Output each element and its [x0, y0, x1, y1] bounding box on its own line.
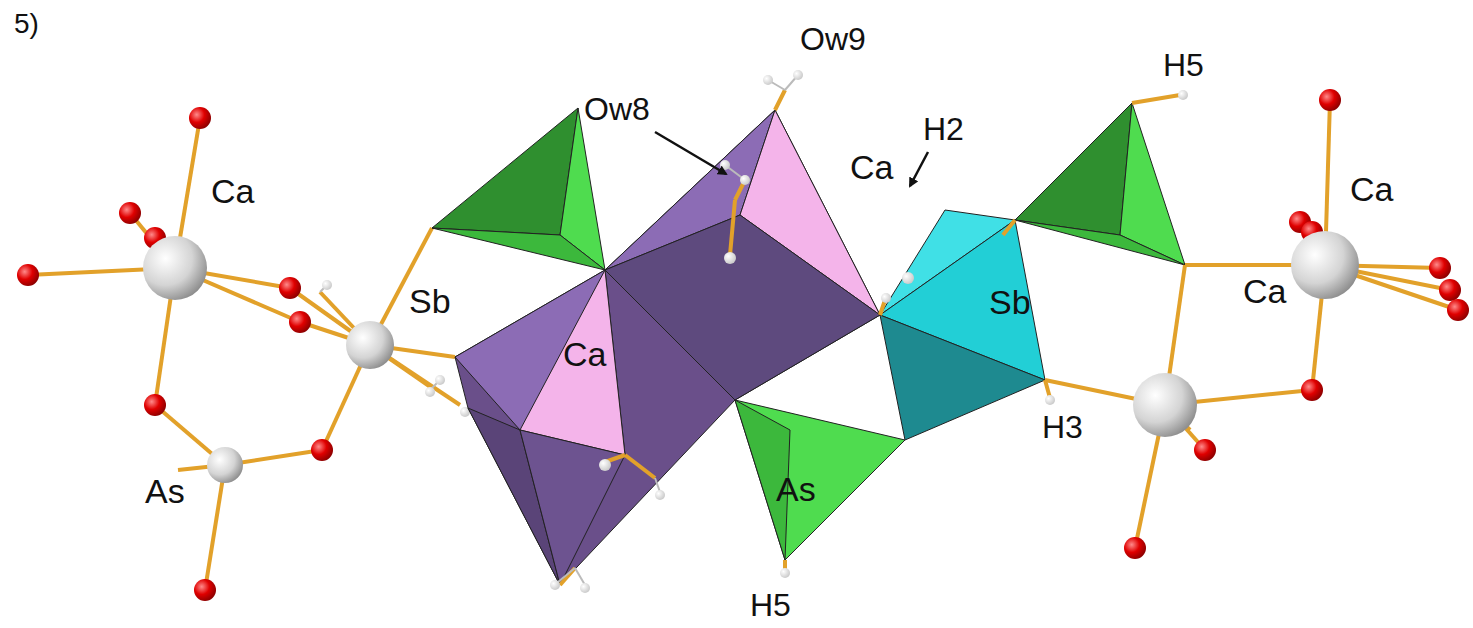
atom-label: Ow9 — [798, 22, 868, 57]
atom-label: Ca — [1348, 171, 1395, 208]
bonds-left — [28, 118, 460, 590]
atom-label: Ow8 — [582, 92, 652, 127]
h-atoms — [550, 70, 1188, 593]
atom-label: As — [143, 473, 187, 510]
leader-arrows — [655, 132, 928, 186]
atom-label: H5 — [748, 588, 793, 623]
atom-label: Sb — [987, 284, 1033, 321]
atom-label: Sb — [407, 283, 453, 320]
atom-label: H2 — [921, 112, 966, 147]
atom-label: Ca — [209, 173, 256, 210]
polyhedra — [432, 103, 1185, 585]
atom-label: H3 — [1040, 410, 1085, 445]
atom-label: Ca — [561, 336, 608, 373]
atom-label: As — [774, 471, 818, 508]
h-bonds — [558, 75, 798, 585]
bonds-right — [1135, 100, 1458, 548]
water-bonds — [560, 90, 1325, 585]
atom-label: Ca — [848, 149, 895, 186]
atom-label: H5 — [1161, 48, 1206, 83]
atom-label: Ca — [1241, 273, 1288, 310]
atoms-left — [17, 107, 470, 601]
atom-label: 5) — [12, 9, 41, 40]
atoms-right — [1124, 89, 1469, 559]
